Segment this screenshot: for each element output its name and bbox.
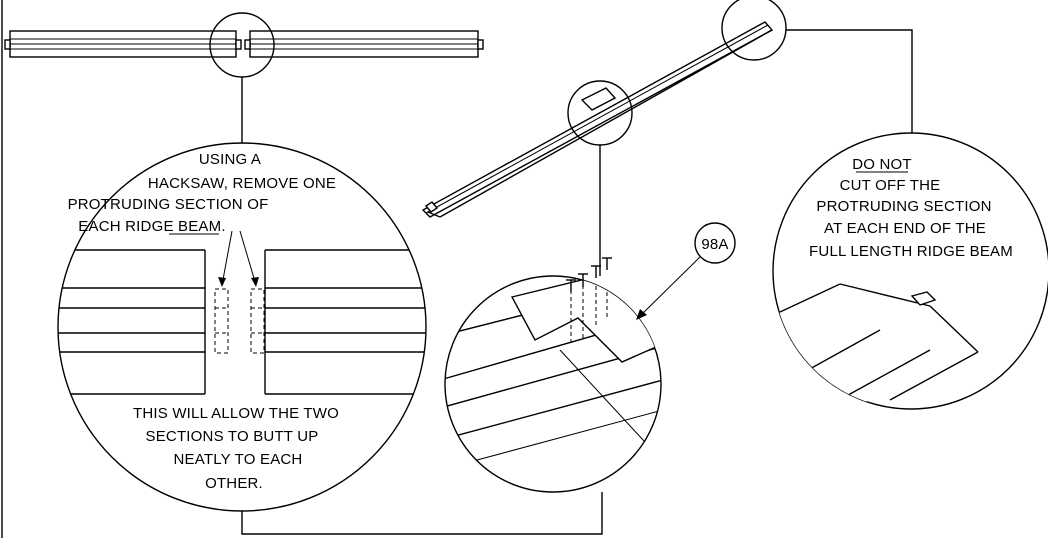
full-ridge-beam [421,0,913,276]
beam-end-marker [721,0,787,61]
arrow-left-protrusion [221,230,233,286]
butt-line-3: NEATLY TO EACH [174,451,303,468]
right-beam-protrusion [244,39,251,50]
arrow-right-protrusion [239,230,257,286]
part-label-circle [694,222,736,264]
donot-line-2: PROTRUDING SECTION [816,198,991,215]
leader-to-end-detail [786,29,913,133]
right-protrusion-dashed [250,288,265,354]
left-beam-end-tab [4,39,11,50]
part-label: 98A [701,236,728,253]
cover-plate [510,276,661,363]
left-protrusion-dashed [214,288,229,354]
butt-line-1: THIS WILL ALLOW THE TWO [133,405,339,422]
bottom-connector-line [241,492,603,535]
donot-line-1: CUT OFF THE [840,177,941,194]
hacksaw-detail: USING A HACKSAW, REMOVE ONE PROTRUDING S… [57,142,427,512]
top-beams [4,12,484,143]
donot-line-3: AT EACH END OF THE [824,220,986,237]
hacksaw-line-4: EACH RIDGE BEAM. [78,218,225,235]
left-beam-protrusion [235,39,242,50]
hacksaw-line-3: PROTRUDING SECTION OF [68,196,269,213]
donot-title: DO NOT [852,156,912,173]
do-not-cut-circle [772,132,1048,410]
joint-screw-detail: 98A [444,222,736,493]
hacksaw-line-1: USING A [199,151,261,168]
donot-line-4: FULL LENGTH RIDGE BEAM [809,243,1013,260]
hacksaw-line-2: HACKSAW, REMOVE ONE [148,175,336,192]
part-arrow [637,256,701,319]
screw-icon [566,257,612,292]
do-not-cut-detail: DO NOT CUT OFF THE PROTRUDING SECTION AT… [772,132,1048,410]
butt-line-2: SECTIONS TO BUTT UP [146,428,319,445]
butt-line-4: OTHER. [205,475,263,492]
joint-plate [580,87,617,111]
end-protrusion [910,291,937,306]
right-beam-end-tab [477,39,484,50]
joint-screw-detail-circle [444,275,662,493]
